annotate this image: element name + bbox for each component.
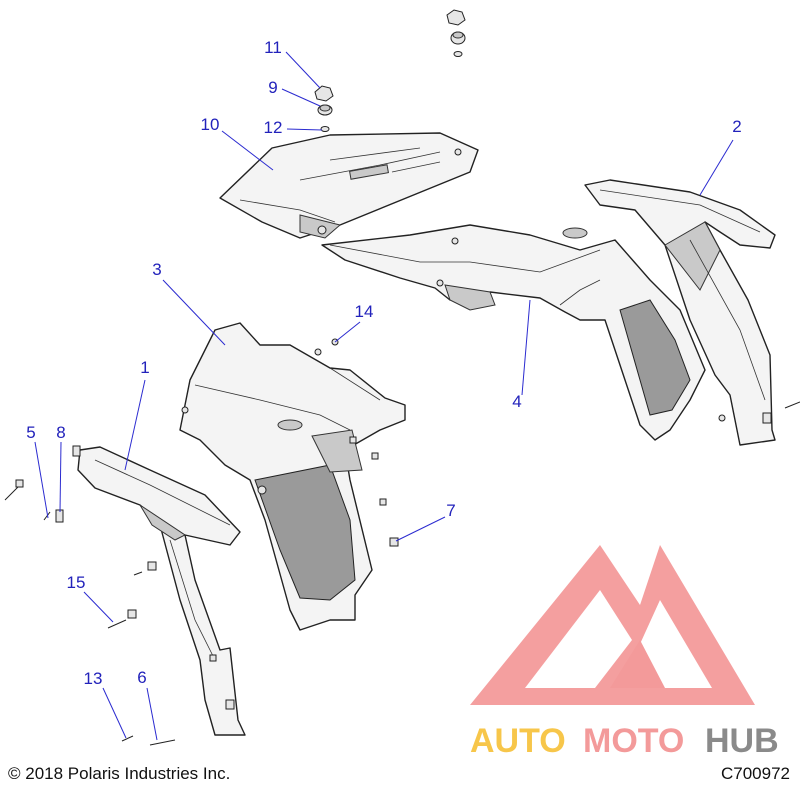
watermark-word-hub: HUB <box>705 722 779 760</box>
callout-leader-3 <box>162 279 226 346</box>
callout-number-7: 7 <box>446 501 455 520</box>
watermark-g-shape <box>610 640 665 688</box>
callout-leader-4 <box>521 299 531 396</box>
part-4-center-panel <box>321 224 706 441</box>
part-2-right-panel <box>584 179 800 446</box>
fastener-stack-center <box>314 85 334 132</box>
callout-number-8: 8 <box>56 423 65 442</box>
callout-number-10: 10 <box>201 115 220 134</box>
watermark-word-moto: MOTO <box>583 722 684 760</box>
callout-leader-15 <box>83 591 114 623</box>
callout-number-3: 3 <box>152 260 161 279</box>
callout-leader-1 <box>124 379 146 471</box>
callout-leader-6 <box>146 687 158 741</box>
callout-number-11: 11 <box>264 38 282 57</box>
callout-leader-10 <box>221 130 274 171</box>
callout-leader-12 <box>286 128 323 131</box>
fastener-stack-top <box>446 9 466 57</box>
callout-leader-14 <box>334 321 361 343</box>
callout-leader-8 <box>59 441 62 513</box>
callout-number-12: 12 <box>264 118 283 137</box>
callout-number-4: 4 <box>512 392 521 411</box>
callout-number-5: 5 <box>26 423 35 442</box>
watermark-triangle-inner <box>525 590 632 688</box>
callout-number-6: 6 <box>137 668 146 687</box>
callout-number-13: 13 <box>84 669 103 688</box>
drawing-number: C700972 <box>720 764 790 783</box>
part-10-roof-panel <box>219 132 479 239</box>
callout-leader-7 <box>395 516 446 542</box>
automotohub-watermark-logo: AUTO MOTO HUB <box>470 545 779 760</box>
callout-leader-2 <box>699 139 734 196</box>
callout-number-2: 2 <box>732 117 741 136</box>
callout-number-15: 15 <box>67 573 86 592</box>
callout-number-1: 1 <box>140 358 149 377</box>
part-3-left-fender <box>179 322 406 631</box>
callout-leader-11 <box>285 51 321 89</box>
callout-leader-5 <box>34 441 49 519</box>
part-1-left-front-panel <box>77 446 246 736</box>
callout-number-9: 9 <box>268 78 277 97</box>
callout-leader-13 <box>102 687 127 739</box>
copyright-text: © 2018 Polaris Industries Inc. <box>8 764 231 783</box>
callout-number-14: 14 <box>355 302 374 321</box>
callout-leader-9 <box>281 88 321 107</box>
watermark-word-auto: AUTO <box>470 722 566 760</box>
small-fasteners <box>4 338 399 746</box>
